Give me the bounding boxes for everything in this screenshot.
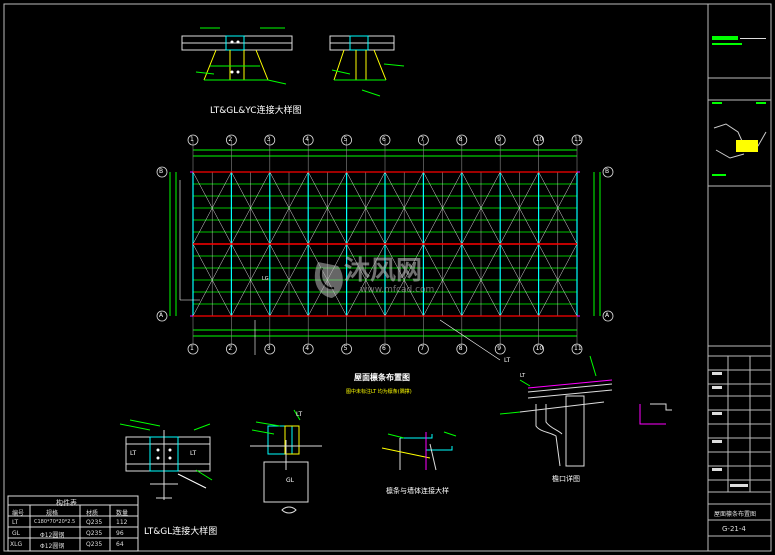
grid-col-top-bubble: [187, 134, 199, 146]
member-table-frame: [7, 495, 139, 552]
grid-col-bottom-bubble: [494, 343, 506, 355]
top-detail-left: [181, 27, 293, 85]
grid-col-bottom-label: 4: [305, 345, 310, 352]
top-detail-title: LT&GL&YC连接大样图: [210, 106, 302, 116]
purlin-wall-title: 檩条与墙体连接大样: [386, 487, 449, 495]
plan-note: 图中未标注LT 均为檩条(隅撑): [346, 389, 412, 395]
grid-col-bottom-label: 9: [497, 345, 502, 352]
member-table-title: 构件表: [56, 499, 77, 507]
grid-col-top-bubble: [379, 134, 391, 146]
grid-row-right-label: A: [605, 312, 610, 319]
purlin-wall-detail: [381, 431, 457, 471]
lt-left-label: LT: [130, 450, 137, 457]
watermark-brand: 沐风网: [344, 256, 423, 286]
member-table-header-spec: 规格: [46, 510, 59, 517]
grid-row-right-bubble: [602, 310, 614, 322]
lt-gl-detail-title: LT&GL连接大样图: [144, 527, 218, 537]
grid-col-bottom-label: 10: [535, 345, 544, 352]
grid-col-bottom-bubble: [379, 343, 391, 355]
member-row-id: GL: [12, 530, 20, 537]
grid-row-left-label: A: [159, 312, 164, 319]
watermark-url: www.mfcad.com: [360, 285, 435, 295]
grid-row-left-bubble: [156, 310, 168, 322]
plan-lg-label: LG: [262, 276, 269, 282]
grid-col-top-label: 1: [190, 136, 194, 143]
watermark: [314, 262, 343, 298]
grid-col-bottom-bubble: [264, 343, 276, 355]
grid-col-bottom-bubble: [187, 343, 199, 355]
grid-col-bottom-label: 2: [228, 345, 233, 352]
grid-col-top-label: 2: [228, 136, 233, 143]
grid-col-top-bubble: [302, 134, 314, 146]
leader-line: [439, 319, 501, 361]
grid-col-bottom-label: 3: [266, 345, 271, 352]
grid-col-top-bubble: [264, 134, 276, 146]
grid-col-top-label: 4: [305, 136, 310, 143]
grid-col-top-label: 11: [574, 136, 582, 143]
grid-col-top-label: 5: [343, 136, 348, 143]
grid-col-top-label: 6: [382, 136, 386, 143]
grid-col-top-bubble: [571, 134, 583, 146]
lt-right-label: LT: [190, 450, 197, 457]
eave-title: 檐口详图: [552, 475, 580, 483]
grid-col-bottom-bubble: [533, 343, 544, 355]
member-row-id: XLG: [10, 541, 23, 548]
grid-col-top-bubble: [417, 134, 429, 146]
grid-col-top-label: 7: [420, 136, 425, 143]
grid-col-top-label: 9: [497, 136, 502, 143]
grid-col-bottom-label: 8: [458, 345, 463, 352]
grid-row-right-bubble: [602, 166, 614, 178]
grid-col-bottom-bubble: [456, 343, 468, 355]
grid-col-bottom-label: 5: [343, 345, 348, 352]
grid-row-right-label: B: [605, 168, 610, 175]
member-row-mat: Q235: [86, 530, 103, 537]
wall-gl-label: GL: [286, 477, 294, 484]
grid-col-bottom-bubble: [225, 343, 237, 355]
member-row-spec: C180*70*20*2.5: [34, 519, 76, 525]
grid-col-top-bubble: [341, 134, 353, 146]
roof-purlin-plan: [156, 134, 614, 361]
top-detail-right: [329, 35, 405, 97]
grid-col-bottom-bubble: [341, 343, 353, 355]
member-row-mat: Q235: [86, 519, 103, 526]
member-row-qty: 112: [116, 519, 128, 526]
member-row-spec: Φ12圆钢: [40, 532, 65, 539]
grid-col-bottom-label: 6: [382, 345, 386, 352]
plan-title: 屋面檩条布置图: [354, 373, 410, 382]
member-row-mat: Q235: [86, 541, 103, 548]
member-row-id: LT: [12, 519, 19, 526]
grid-row-left-label: B: [159, 168, 164, 175]
grid-col-bottom-label: 11: [574, 345, 582, 352]
title-block-drawing-name: 屋面檩条布置图: [714, 511, 757, 518]
lt-gl-detail: [119, 419, 213, 500]
member-table-header-qty: 数量: [116, 510, 129, 517]
grid-col-top-label: 10: [535, 136, 544, 143]
title-block: [708, 36, 771, 537]
grid-row-left-bubble: [156, 166, 168, 178]
grid-col-top-bubble: [494, 134, 506, 146]
grid-col-top-label: 8: [458, 136, 463, 143]
plan-lt-label: LT: [504, 357, 511, 364]
member-table-header-id: 编号: [12, 510, 25, 517]
grid-col-bottom-bubble: [302, 343, 314, 355]
member-row-qty: 96: [116, 530, 124, 537]
grid-col-top-bubble: [225, 134, 237, 146]
grid-col-bottom-bubble: [571, 343, 583, 355]
member-row-qty: 64: [116, 541, 124, 548]
wall-lt-label: LT: [296, 411, 303, 418]
grid-col-bottom-label: 7: [420, 345, 425, 352]
member-table-header-mat: 材质: [86, 510, 99, 517]
grid-col-bottom-label: 1: [190, 345, 194, 352]
title-block-drawing-no: G-21-4: [722, 525, 746, 533]
outer-frame: [3, 3, 772, 552]
wall-connection-detail: [250, 409, 322, 514]
grid-col-bottom-bubble: [417, 343, 429, 355]
member-row-spec: Φ12圆钢: [40, 543, 65, 550]
eave-detail: [499, 355, 672, 467]
grid-col-top-label: 3: [266, 136, 271, 143]
grid-col-top-bubble: [456, 134, 468, 146]
grid-col-top-bubble: [533, 134, 544, 146]
eave-lt-label: LT: [520, 373, 526, 379]
